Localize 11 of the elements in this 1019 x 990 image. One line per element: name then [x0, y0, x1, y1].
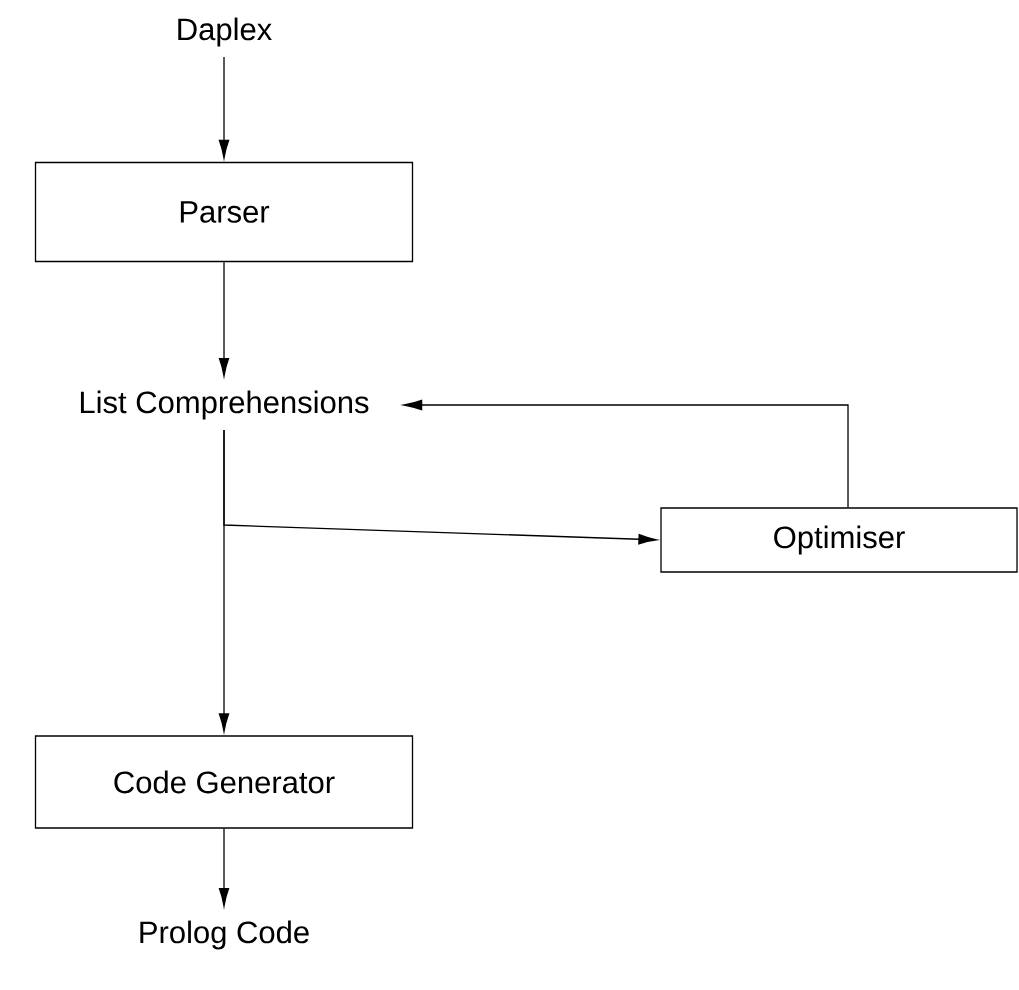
arrow: [218, 828, 230, 907]
flow-label: Daplex: [178, 17, 272, 47]
process-box: Code Generator: [34, 735, 414, 829]
arrow: [403, 399, 849, 508]
arrow: [223, 429, 658, 545]
flow-label: Prolog Code: [140, 920, 309, 950]
process-box: Parser: [34, 161, 414, 263]
arrow: [218, 56, 230, 159]
arrow: [218, 261, 230, 377]
process-box: Optimiser: [660, 507, 1018, 573]
flow-label: List Comprehensions: [80, 390, 369, 420]
